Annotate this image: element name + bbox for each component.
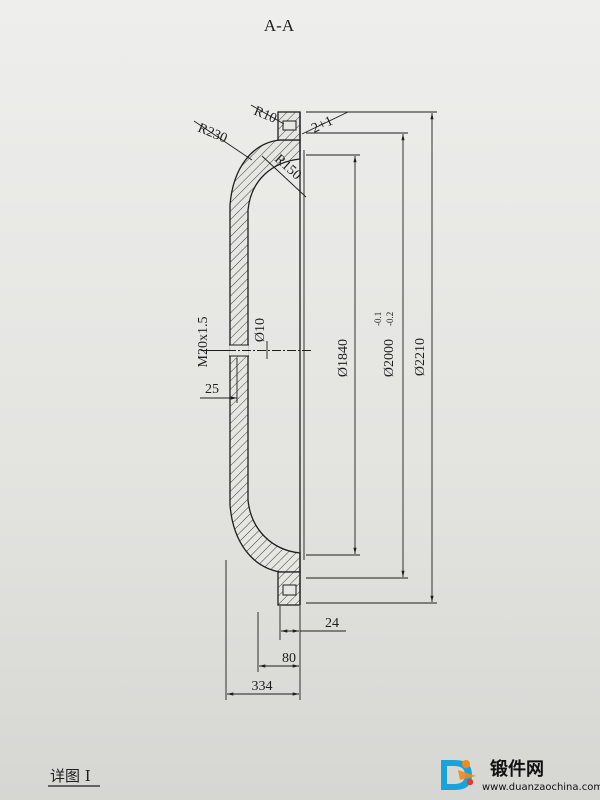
watermark-url: www.duanzaochina.com: [482, 782, 600, 793]
watermark-logo: [441, 760, 476, 790]
r150-leader: [261, 155, 307, 198]
top-flange-bolt-hole: [282, 120, 297, 131]
hole-diameter-label: Ø10: [253, 318, 268, 342]
d2000-label: Ø2000: [382, 339, 397, 377]
d2000-tolerance-upper: -0.1: [373, 312, 383, 326]
d2210-label: Ø2210: [413, 338, 428, 376]
r10-leader: [250, 104, 285, 125]
detail-label: 详图 I: [50, 767, 91, 785]
r230-leader: [193, 120, 253, 161]
bottom-flange-bolt-hole: [282, 584, 297, 596]
section-title: A-A: [264, 16, 295, 35]
overall-depth-label: 334: [252, 679, 273, 694]
watermark-site-name: 锻件网: [490, 758, 544, 780]
flange-width-label: 24: [325, 616, 339, 631]
thread-spec-label: M20x1.5: [196, 317, 211, 368]
flange-offset-label: 80: [282, 651, 296, 666]
d2000-tolerance-lower: -0.2: [385, 312, 395, 326]
thread-depth-label: 25: [205, 382, 219, 397]
gap-leader: [301, 111, 349, 135]
d1840-label: Ø1840: [336, 339, 351, 377]
